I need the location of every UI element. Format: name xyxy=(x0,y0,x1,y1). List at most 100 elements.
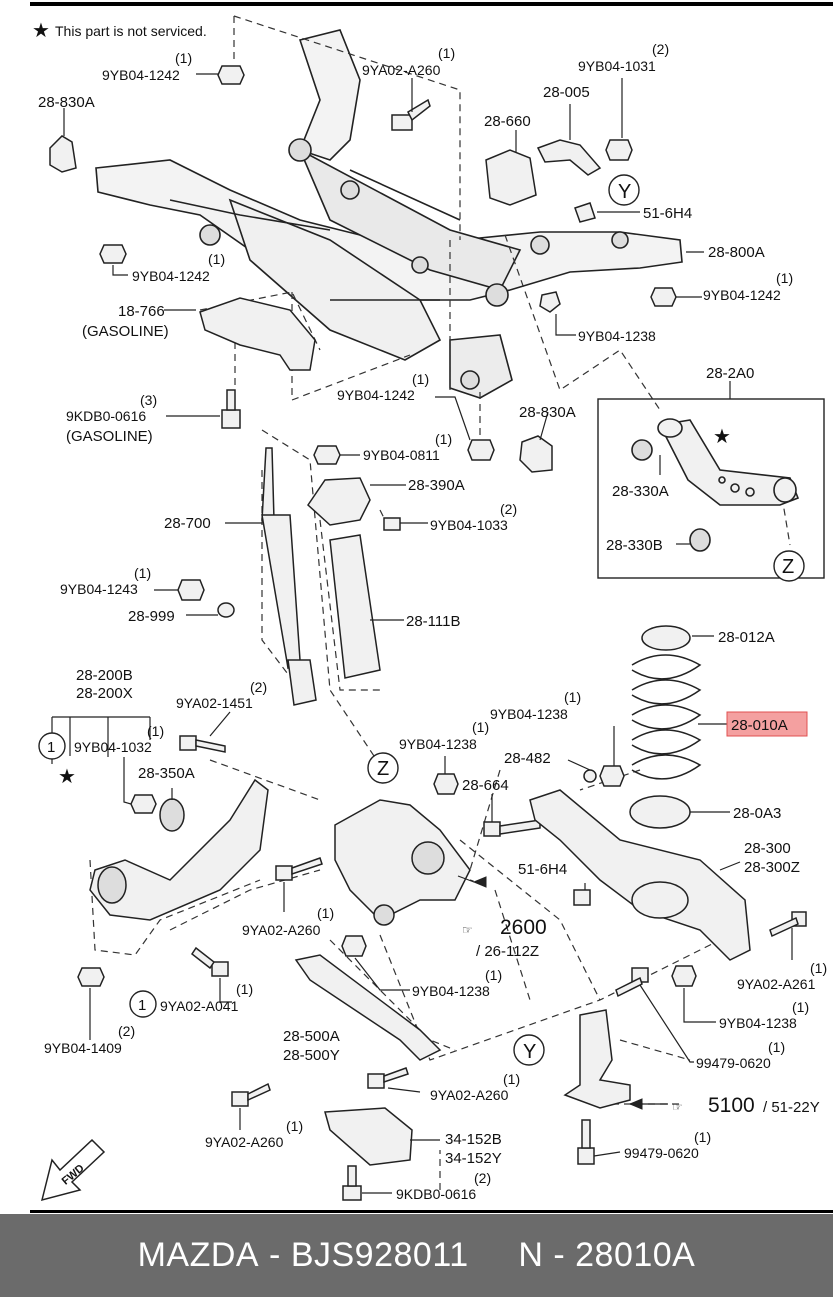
ref-book-icon: ☞ xyxy=(672,1100,683,1114)
inset-box-28-2A0 xyxy=(597,398,825,579)
qty-label: (1) xyxy=(236,981,253,997)
part-label: 28-830A xyxy=(38,94,95,111)
marker-letter: Y xyxy=(523,1041,536,1063)
top-border xyxy=(30,2,833,6)
part-label: 9YA02-1451 xyxy=(176,695,253,711)
part-label: 28-200B xyxy=(76,667,133,684)
footer-separator: - xyxy=(259,1236,291,1274)
diagram-canvas: FWD ★ This part is not serviced. (1) 9YB… xyxy=(30,2,833,1213)
ref-number: / 26-112Z xyxy=(476,943,539,960)
qty-label: (1) xyxy=(175,50,192,66)
marker-letter: Z xyxy=(377,758,389,780)
part-label: 28-999 xyxy=(128,608,175,625)
bottom-border xyxy=(30,1210,833,1213)
footer-brand: MAZDA xyxy=(137,1236,260,1274)
part-label: 28-0A3 xyxy=(733,805,781,822)
part-label: 9YB04-1409 xyxy=(44,1040,122,1056)
marker-1-bottom xyxy=(129,990,157,1018)
footer-n-prefix: N xyxy=(518,1236,544,1274)
qty-label: (1) xyxy=(134,565,151,581)
qty-label: (2) xyxy=(474,1170,491,1186)
part-label: 34-152Y xyxy=(445,1150,502,1167)
part-label: 9YB04-1242 xyxy=(703,287,781,303)
part-label: 9YB04-1033 xyxy=(430,517,508,533)
note-text: This part is not serviced. xyxy=(55,23,207,39)
ref-number: 2600 xyxy=(500,916,547,939)
part-label: 9YB04-1238 xyxy=(719,1015,797,1031)
upper-arm-inset-drawing xyxy=(631,418,800,552)
callout-labels: ★ This part is not serviced. (1) 9YB04-1… xyxy=(32,20,827,1202)
star-marker: ★ xyxy=(713,426,731,448)
qty-label: (2) xyxy=(118,1023,135,1039)
part-label: 9YA02-A260 xyxy=(242,922,321,938)
solid-leaders xyxy=(51,73,793,1194)
part-label: 9YB04-1238 xyxy=(412,983,490,999)
part-label: 28-330A xyxy=(612,483,669,500)
part-label: (GASOLINE) xyxy=(82,323,169,340)
qty-label: (2) xyxy=(500,501,517,517)
part-label: 28-330B xyxy=(606,537,663,554)
part-label: 9YB04-1242 xyxy=(102,67,180,83)
qty-label: (1) xyxy=(472,719,489,735)
part-label: 28-482 xyxy=(504,750,551,767)
marker-z-knuckle xyxy=(367,752,399,784)
qty-label: (1) xyxy=(485,967,502,983)
part-label: 9YA02-A260 xyxy=(205,1134,284,1150)
marker-y-top xyxy=(608,174,640,206)
part-label: 28-300Z xyxy=(744,859,800,876)
part-label: 9YB04-0811 xyxy=(363,447,440,463)
marker-1-top xyxy=(38,732,66,760)
qty-label: (1) xyxy=(317,905,334,921)
part-label: 9YA02-A260 xyxy=(430,1087,509,1103)
part-label: 28-500A xyxy=(283,1028,340,1045)
part-label: 28-830A xyxy=(519,404,576,421)
part-label: 51-6H4 xyxy=(643,205,692,222)
footer-gap xyxy=(469,1236,519,1275)
qty-label: (2) xyxy=(652,41,669,57)
part-label: 28-664 xyxy=(462,777,509,794)
dashed-leaders xyxy=(89,15,791,1190)
part-label: 28-111B xyxy=(406,613,461,630)
part-label: 28-300 xyxy=(744,840,791,857)
ref-number: 5100 xyxy=(708,1094,755,1117)
note-star: ★ xyxy=(32,20,50,42)
part-label: 28-660 xyxy=(484,113,531,130)
marker-z-inset xyxy=(773,550,805,582)
part-label: 34-152B xyxy=(445,1131,502,1148)
part-label: (GASOLINE) xyxy=(66,428,153,445)
qty-label: (1) xyxy=(286,1118,303,1134)
fwd-arrow: FWD xyxy=(40,1138,106,1202)
part-label: 28-800A xyxy=(708,244,765,261)
ref-arrows xyxy=(472,876,643,1110)
circle-markers xyxy=(38,174,805,1066)
part-label: 9YA02-A261 xyxy=(737,976,816,992)
part-label: 28-005 xyxy=(543,84,590,101)
qty-label: (1) xyxy=(810,960,827,976)
rear-subframe-drawing xyxy=(95,29,683,399)
part-label: 9YA02-A041 xyxy=(160,998,239,1014)
part-label: 9YB04-1238 xyxy=(490,706,568,722)
qty-label: (1) xyxy=(435,431,452,447)
qty-label: (1) xyxy=(792,999,809,1015)
ref-number: / 51-22Y xyxy=(763,1099,820,1116)
part-label: 28-500Y xyxy=(283,1047,340,1064)
part-label: 99479-0620 xyxy=(624,1145,699,1161)
qty-label: (1) xyxy=(694,1129,711,1145)
part-label: 9YA02-A260 xyxy=(362,62,441,78)
qty-label: (2) xyxy=(250,679,267,695)
qty-label: (1) xyxy=(776,270,793,286)
qty-label: (1) xyxy=(503,1071,520,1087)
part-label: 9KDB0-0616 xyxy=(66,408,146,424)
part-label: 51-6H4 xyxy=(518,861,567,878)
part-label: 28-200X xyxy=(76,685,133,702)
part-label: 9YB04-1031 xyxy=(578,58,656,74)
qty-label: (1) xyxy=(412,371,429,387)
part-label-highlighted: 28-010A xyxy=(731,717,788,734)
part-label: 99479-0620 xyxy=(696,1055,771,1071)
marker-y-bottom xyxy=(513,1034,545,1066)
part-label: 9YB04-1238 xyxy=(399,736,477,752)
footer-n-separator: - xyxy=(543,1236,576,1274)
part-label: 28-700 xyxy=(164,515,211,532)
qty-label: (1) xyxy=(768,1039,785,1055)
